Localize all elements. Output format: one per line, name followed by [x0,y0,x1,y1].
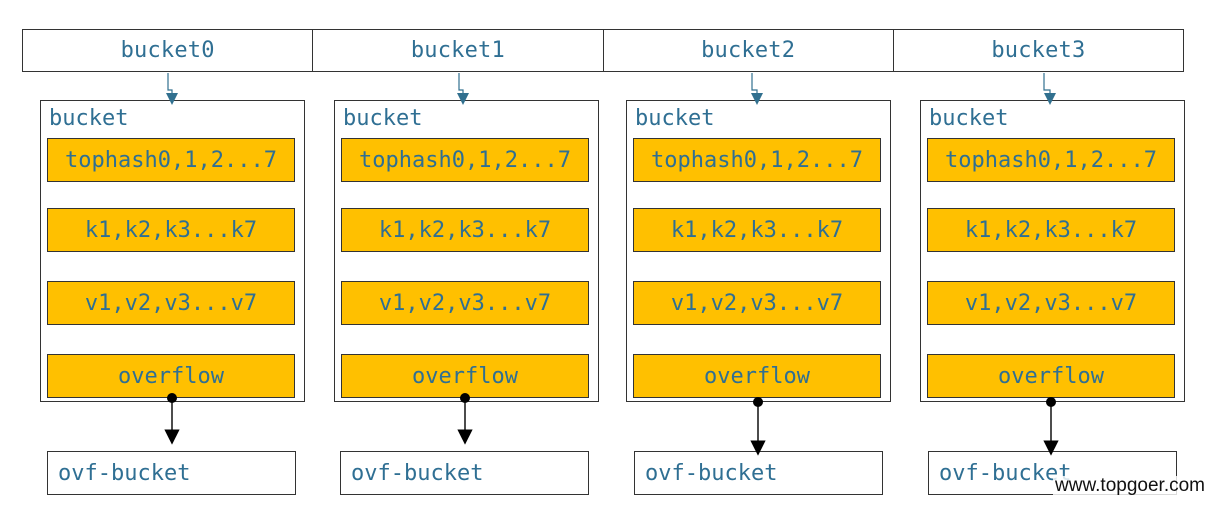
bucket-box-3: bucket tophash0,1,2...7 k1,k2,k3...k7 v1… [920,100,1185,402]
overflow-field: overflow [927,354,1175,398]
overflow-pointer-2 [750,397,766,456]
values-field: v1,v2,v3...v7 [341,281,589,325]
keys-field: k1,k2,k3...k7 [927,208,1175,252]
top-link-arrow-2 [751,73,763,105]
bucket-box-2: bucket tophash0,1,2...7 k1,k2,k3...k7 v1… [626,100,891,402]
bucket-title: bucket [343,106,423,131]
bucket-title: bucket [929,106,1009,131]
bucket-title: bucket [49,106,129,131]
tophash-field: tophash0,1,2...7 [927,138,1175,182]
ovf-bucket-0: ovf-bucket [47,451,296,495]
bucket-title: bucket [635,106,715,131]
overflow-pointer-3 [1043,397,1059,456]
top-link-arrow-1 [457,73,469,105]
tophash-field: tophash0,1,2...7 [47,138,295,182]
overflow-field: overflow [633,354,881,398]
bucket-array-cell-1: bucket1 [313,30,604,71]
values-field: v1,v2,v3...v7 [47,281,295,325]
ovf-bucket-3: ovf-bucket [928,451,1177,495]
overflow-field: overflow [47,354,295,398]
bucket-box-1: bucket tophash0,1,2...7 k1,k2,k3...k7 v1… [334,100,599,402]
tophash-field: tophash0,1,2...7 [341,138,589,182]
ovf-bucket-1: ovf-bucket [340,451,589,495]
bucket-array-cell-2: bucket2 [604,30,894,71]
overflow-field: overflow [341,354,589,398]
keys-field: k1,k2,k3...k7 [47,208,295,252]
top-link-arrow-0 [166,73,178,105]
bucket-box-0: bucket tophash0,1,2...7 k1,k2,k3...k7 v1… [40,100,305,402]
bucket-array-cell-0: bucket0 [23,30,314,71]
tophash-field: tophash0,1,2...7 [633,138,881,182]
keys-field: k1,k2,k3...k7 [633,208,881,252]
site-watermark: www.topgoer.com [1053,475,1207,496]
keys-field: k1,k2,k3...k7 [341,208,589,252]
bucket-array-row: bucket0 bucket1 bucket2 bucket3 [22,29,1184,72]
top-link-arrow-3 [1043,73,1056,105]
bucket-array-cell-3: bucket3 [991,38,1086,63]
ovf-bucket-2: ovf-bucket [634,451,883,495]
values-field: v1,v2,v3...v7 [927,281,1175,325]
values-field: v1,v2,v3...v7 [633,281,881,325]
